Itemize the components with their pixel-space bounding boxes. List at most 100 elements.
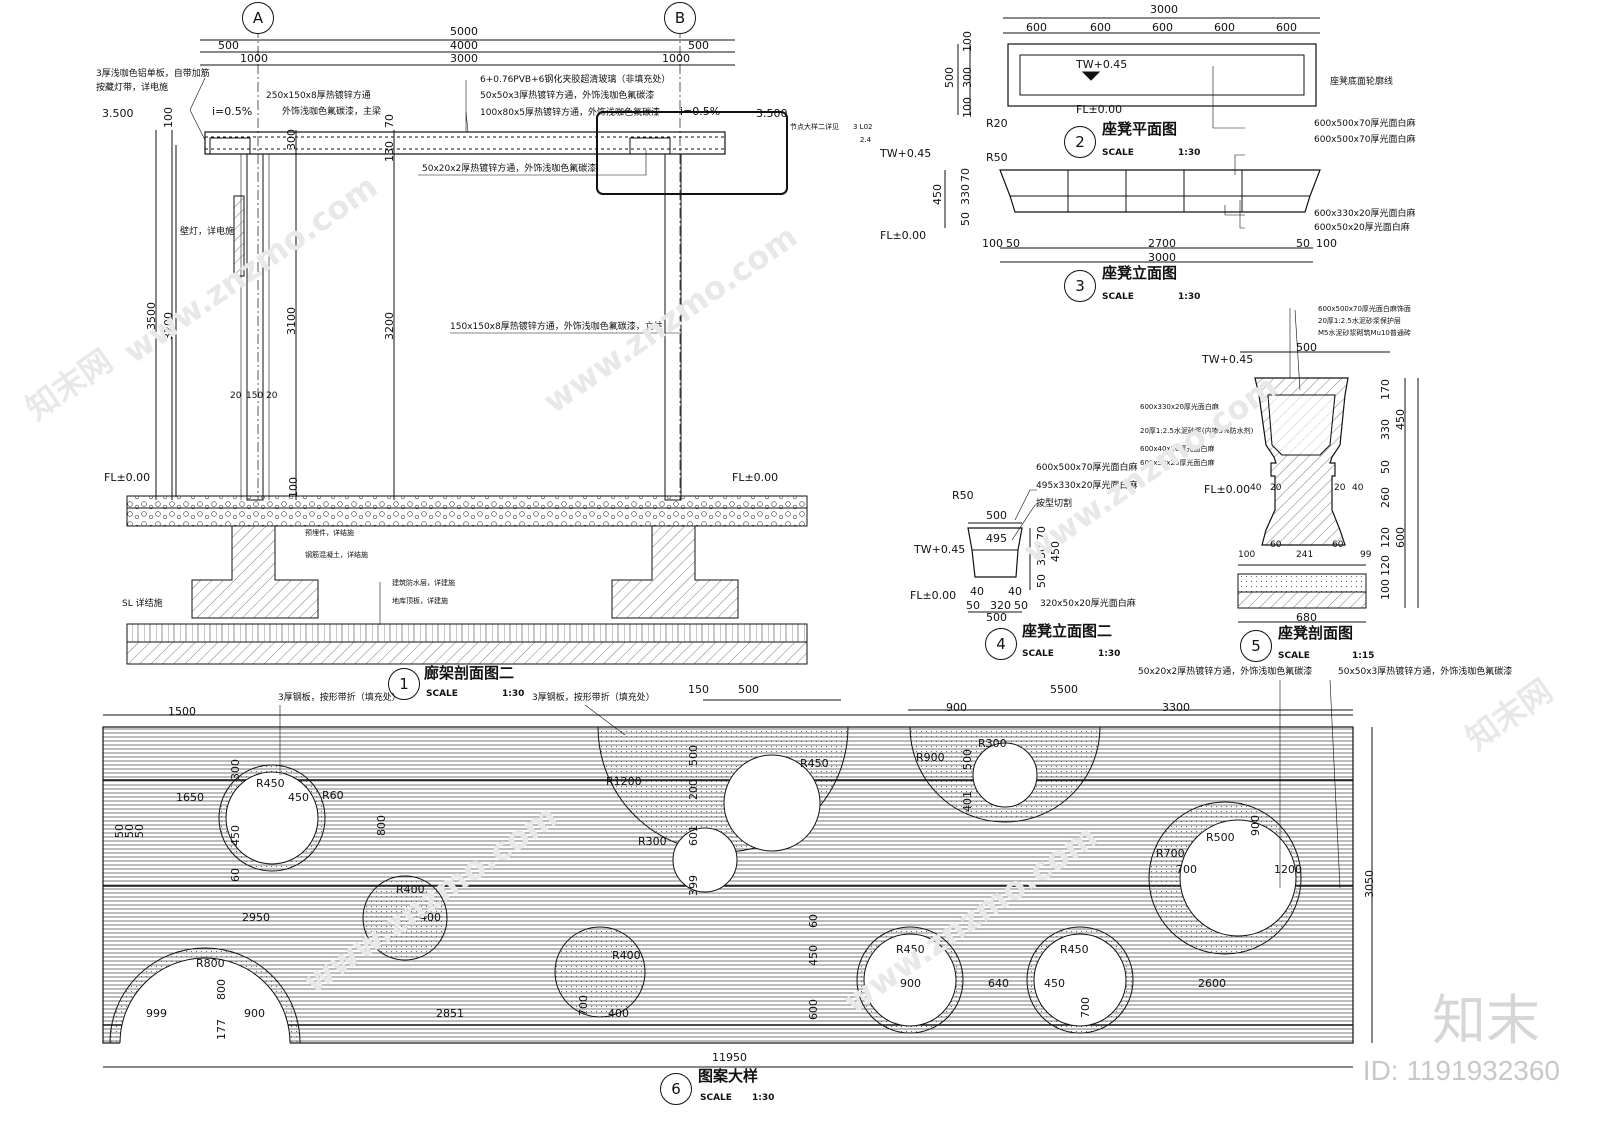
pdim-700: 700 <box>1176 863 1197 876</box>
sect-vdim-600: 600 <box>1394 527 1407 548</box>
pattern-note-tube-50x50: 50x50x3厚热镀锌方通，外饰浅咖色氟碳漆 <box>1338 667 1513 677</box>
pattern-note-steel-2: 3厚钢板，按形带折（填充处） <box>532 693 655 703</box>
view-1-title: 廊架剖面图二 <box>424 664 515 682</box>
elev-dim-50-r: 50 <box>1296 237 1310 250</box>
view-6-number: 6 <box>660 1073 692 1105</box>
hdim-20-b: 20 <box>266 391 278 401</box>
view-3-title: 座凳立面图 <box>1102 264 1178 282</box>
elev2-vdim-50: 50 <box>1035 574 1048 588</box>
note-waterproof: 建筑防水层，详建施 <box>392 579 455 587</box>
slope-right: i=0.5% <box>680 105 721 118</box>
plan-dim-3000: 3000 <box>1150 3 1178 16</box>
view-1-scale: 1:30 <box>502 689 525 699</box>
elev-dim-50-l: 50 <box>1006 237 1020 250</box>
pdim-1200: 1200 <box>1274 863 1302 876</box>
note-sl: SL 详结施 <box>122 599 163 609</box>
elev-note-bottom: 600x50x20厚光面白麻 <box>1314 223 1410 233</box>
view-4-title: 座凳立面图二 <box>1022 622 1113 640</box>
pdim-r900: R900 <box>916 751 945 764</box>
view-4-scale-label: SCALE <box>1022 649 1054 659</box>
pdim-1650: 1650 <box>176 791 204 804</box>
watermark-logo: 知末 <box>1432 989 1540 1052</box>
pdim-177: 177 <box>215 1019 228 1040</box>
plan-dim-100-b: 100 <box>961 97 974 118</box>
pattern-note-steel-1: 3厚钢板，按形带折（填充处） <box>278 693 401 703</box>
hdim-150: 150 <box>246 391 264 401</box>
pdim-60-v: 60 <box>229 868 242 882</box>
pdim-150: 150 <box>688 683 709 696</box>
pdim-900-top: 900 <box>946 701 967 714</box>
grid-axis-a: A <box>242 2 274 34</box>
note-glass: 6+0.76PVB+6钢化夹胶超清玻璃（非填充处） <box>480 75 671 85</box>
sect-dim-99: 99 <box>1360 550 1372 560</box>
sect-note-left-3: 600x40x20厚光面白麻 <box>1140 445 1215 453</box>
elev2-vdim-70: 70 <box>1035 526 1048 540</box>
pdim-500-top: 500 <box>738 683 759 696</box>
pdim-800-v: 800 <box>215 979 228 1000</box>
elev-dim-3000: 3000 <box>1148 251 1176 264</box>
sect-dim-100-left: 100 <box>1238 550 1256 560</box>
elev-vdim-450: 450 <box>931 184 944 205</box>
hdim-20-a: 20 <box>230 391 242 401</box>
pdim-r1200: R1200 <box>606 775 642 788</box>
elev-dim-100-l: 100 <box>982 237 1003 250</box>
note-main-beam-2: 外饰浅咖色氟碳漆，主梁 <box>282 107 382 117</box>
note-column: 150x150x8厚热镀锌方通，外饰浅咖色氟碳漆，立柱 <box>450 322 663 332</box>
sect-vdim-100: 100 <box>1379 579 1392 600</box>
view-5-title: 座凳剖面图 <box>1278 624 1354 642</box>
note-tube-100x80: 100x80x5厚热镀锌方通，外饰浅咖色氟碳漆 <box>480 108 661 118</box>
pdim-r400-b: R400 <box>612 949 641 962</box>
note-main-beam-1: 250x150x8厚热镀锌方通 <box>266 91 371 101</box>
view-3-scale-label: SCALE <box>1102 292 1134 302</box>
pdim-3050: 3050 <box>1363 870 1376 898</box>
plan-dim-600-5: 600 <box>1276 21 1297 34</box>
dim-4000: 4000 <box>450 39 478 52</box>
note-aluminum-panel: 3厚浅咖色铝单板，自带加筋 <box>96 69 210 79</box>
plan-tw: TW+0.45 <box>1076 58 1128 71</box>
sect-vdim-170: 170 <box>1379 379 1392 400</box>
elev2-vdim-450: 450 <box>1049 541 1062 562</box>
elev-r50: R50 <box>986 151 1008 164</box>
pdim-900-v: 900 <box>1249 815 1262 836</box>
pattern-detail <box>102 679 1373 1128</box>
plan-dim-600-2: 600 <box>1090 21 1111 34</box>
pdim-60-v2: 60 <box>807 914 820 928</box>
note-light-strip: 按藏灯带，详电施 <box>96 83 169 93</box>
note-embedded-part: 预埋件，详结施 <box>305 529 354 537</box>
pdim-800: 800 <box>375 815 388 836</box>
bench-elevation <box>944 154 1321 263</box>
pdim-r300-b: R300 <box>978 737 1007 750</box>
bench-elevation-2 <box>967 489 1040 613</box>
vdim-100-b: 100 <box>287 477 300 498</box>
plan-note-stone: 600x500x70厚光面白麻 <box>1314 119 1416 129</box>
corridor-section <box>126 28 808 665</box>
pdim-1500: 1500 <box>168 705 196 718</box>
level-top-left: 3.500 <box>102 107 134 120</box>
sect-dim-40-r: 40 <box>1352 483 1364 493</box>
plan-r20: R20 <box>986 117 1008 130</box>
pdim-200: 200 <box>687 779 700 800</box>
pdim-2851: 2851 <box>436 1007 464 1020</box>
slope-left: i=0.5% <box>212 105 253 118</box>
plan-dim-500: 500 <box>943 67 956 88</box>
pdim-r450-c: R450 <box>896 943 925 956</box>
sect-vdim-120-b: 120 <box>1379 555 1392 576</box>
floor-level-right: FL±0.00 <box>732 471 779 484</box>
note-node-detail: 节点大样二详见 <box>790 123 839 131</box>
view-4-scale: 1:30 <box>1098 649 1121 659</box>
view-2-title: 座凳平面图 <box>1102 120 1178 138</box>
elev2-dim-495: 495 <box>986 532 1007 545</box>
elev2-dim-50-r: 50 <box>1014 599 1028 612</box>
sect-vdim-260: 260 <box>1379 487 1392 508</box>
elev2-fl: FL±0.00 <box>910 589 957 602</box>
dim-1000-left: 1000 <box>240 52 268 65</box>
elev-vdim-70: 70 <box>959 168 972 182</box>
pdim-r60: R60 <box>322 789 344 802</box>
vdim-300: 300 <box>285 129 298 150</box>
sect-note-top-2: 20厚1:2.5水泥砂浆保护层 <box>1318 317 1401 325</box>
ref-mark: 3 L02 <box>853 123 873 131</box>
pdim-r450-d: R450 <box>1060 943 1089 956</box>
ref-sub: 2.4 <box>860 136 872 144</box>
plan-fl: FL±0.00 <box>1076 103 1123 116</box>
dim-1000-right: 1000 <box>662 52 690 65</box>
